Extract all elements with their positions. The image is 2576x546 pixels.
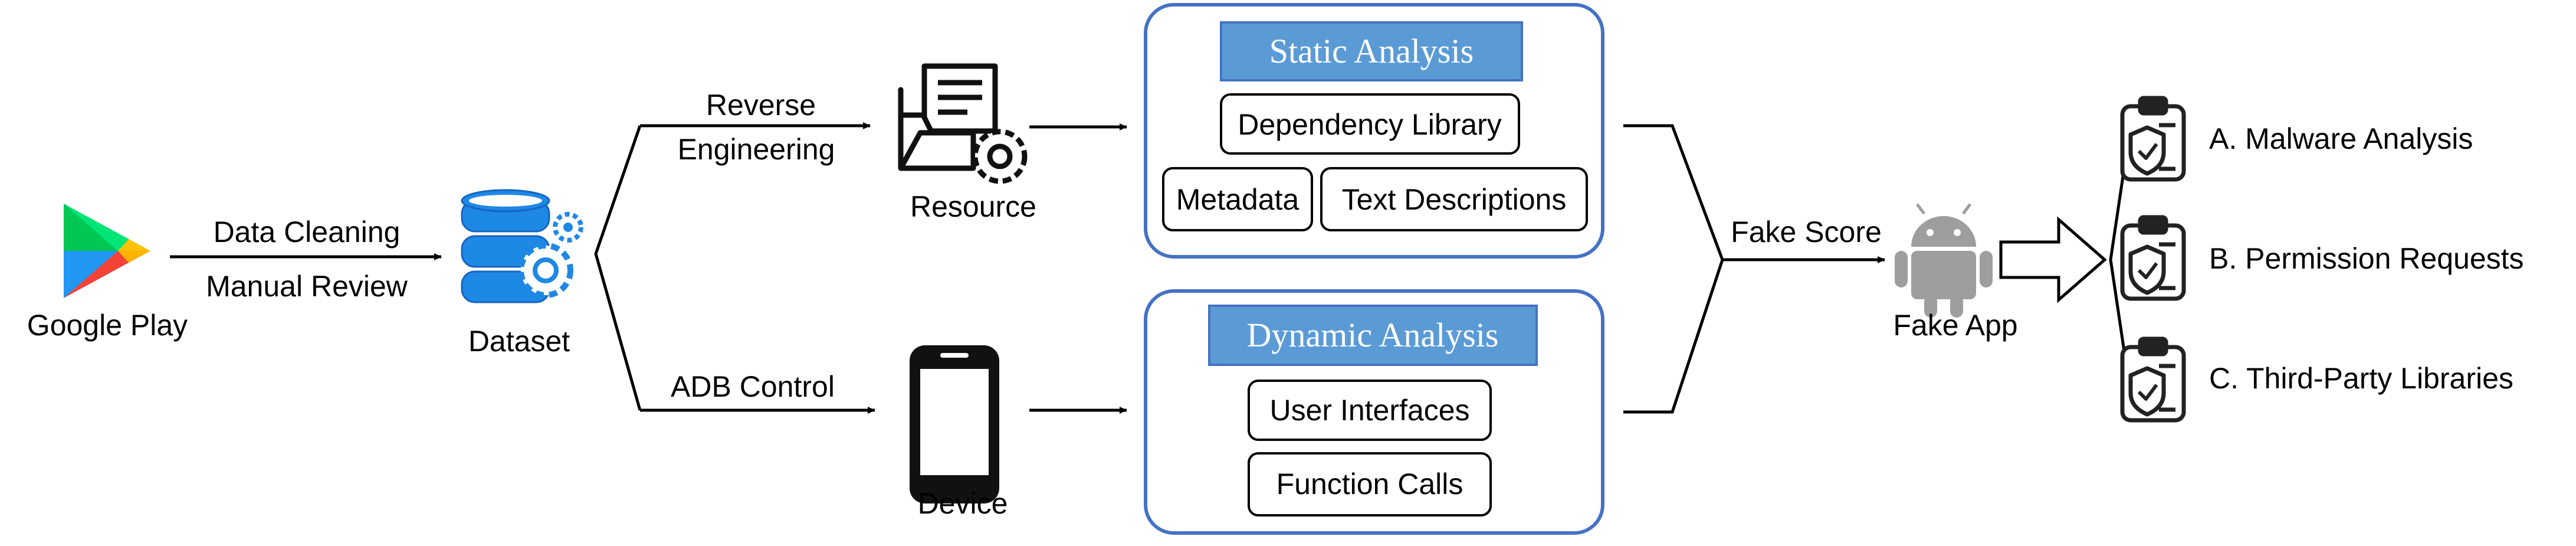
- clipboard-shield-icon: [2120, 96, 2186, 182]
- static-analysis-title-box: [1220, 21, 1523, 81]
- fake-app-label: Fake App: [1893, 309, 2017, 342]
- user-interfaces-label: User Interfaces: [1269, 394, 1469, 427]
- dataset-label: Dataset: [468, 325, 570, 358]
- database-gear-icon: [461, 189, 583, 303]
- dynamic-analysis-title: Dynamic Analysis: [1247, 316, 1499, 354]
- smartphone-icon: [910, 345, 999, 504]
- clipboard-shield-icon: [2120, 336, 2186, 423]
- text-descriptions-box: [1320, 167, 1588, 231]
- output-item-permission: B. Permission Requests: [2120, 215, 2524, 301]
- function-calls-label: Function Calls: [1276, 467, 1463, 501]
- android-icon: [1895, 203, 1993, 318]
- dependency-library-label: Dependency Library: [1238, 108, 1502, 141]
- edge-dataset-fork: [594, 125, 642, 411]
- clipboard-shield-icon: [2120, 215, 2186, 301]
- output-item-libraries: C. Third-Party Libraries: [2120, 336, 2513, 423]
- folder-gear-icon: [898, 63, 1028, 184]
- output-label-malware: A. Malware Analysis: [2209, 122, 2473, 155]
- output-label-libraries: C. Third-Party Libraries: [2209, 362, 2513, 395]
- edge-label-reverse: Reverse: [706, 89, 816, 122]
- device-label: Device: [918, 487, 1008, 520]
- edge-merge: [1623, 124, 1724, 414]
- edge-label-engineering: Engineering: [678, 133, 835, 166]
- static-analysis-title: Static Analysis: [1269, 32, 1474, 70]
- edge-label-data-cleaning: Data Cleaning: [214, 215, 401, 249]
- google-play-label: Google Play: [27, 309, 188, 342]
- google-play-icon: [64, 204, 150, 298]
- output-label-permission: B. Permission Requests: [2209, 242, 2524, 275]
- dynamic-analysis-title-box: [1208, 305, 1538, 366]
- output-item-malware: A. Malware Analysis: [2120, 96, 2473, 182]
- edge-label-fake-score: Fake Score: [1731, 215, 1882, 249]
- function-calls-box: [1248, 452, 1492, 516]
- edge-label-manual-review: Manual Review: [206, 270, 408, 303]
- resource-label: Resource: [910, 190, 1036, 223]
- dependency-library-box: [1220, 93, 1520, 155]
- metadata-label: Metadata: [1176, 183, 1300, 216]
- output-hollow-arrow: [1999, 216, 2107, 303]
- edge-label-adb-control: ADB Control: [671, 370, 835, 403]
- metadata-box: [1162, 167, 1313, 231]
- user-interfaces-box: [1248, 380, 1492, 441]
- text-descriptions-label: Text Descriptions: [1342, 183, 1567, 216]
